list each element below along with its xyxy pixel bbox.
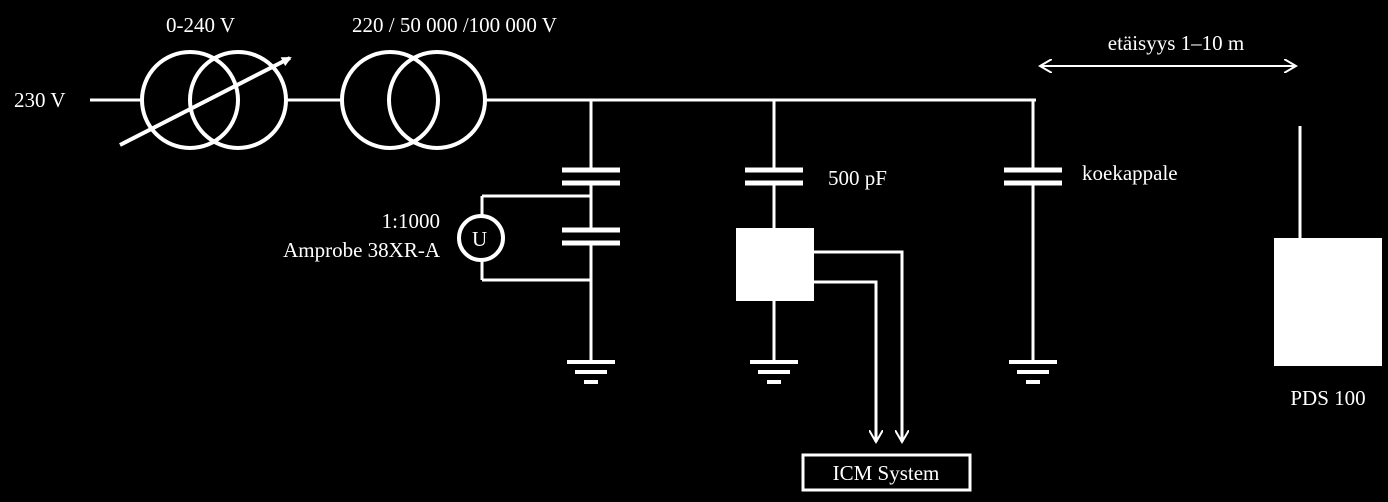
distance-label: etäisyys 1–10 m bbox=[1108, 31, 1245, 55]
coupling-capacitor-label: 500 pF bbox=[828, 166, 887, 190]
icm-signal-lines bbox=[814, 250, 902, 442]
voltmeter-symbol: U bbox=[472, 227, 487, 251]
input-voltage-label: 230 V bbox=[14, 88, 66, 112]
icm-system-box bbox=[801, 453, 972, 492]
coupling-capacitor-branch bbox=[736, 100, 814, 362]
meter-model-label: Amprobe 38XR-A bbox=[283, 238, 441, 262]
variable-transformer-icon bbox=[119, 50, 292, 150]
ground-icon bbox=[567, 360, 615, 384]
voltage-divider-branch bbox=[480, 100, 620, 362]
test-object-label: koekappale bbox=[1082, 161, 1178, 185]
transformer-icon bbox=[340, 50, 487, 150]
divider-ratio-label: 1:1000 bbox=[382, 209, 440, 233]
transformer-ratio-label: 220 / 50 000 /100 000 V bbox=[352, 13, 557, 37]
test-object-branch bbox=[1004, 100, 1062, 362]
voltmeter-icon bbox=[457, 214, 505, 262]
measurement-impedance-box bbox=[736, 228, 814, 301]
pds-label: PDS 100 bbox=[1290, 386, 1365, 410]
pds-device-icon bbox=[1274, 126, 1382, 366]
ground-icon-2 bbox=[750, 360, 798, 384]
variac-range-label: 0-240 V bbox=[166, 13, 235, 37]
ground-icon-3 bbox=[1009, 360, 1057, 384]
icm-system-label: ICM System bbox=[833, 461, 940, 485]
